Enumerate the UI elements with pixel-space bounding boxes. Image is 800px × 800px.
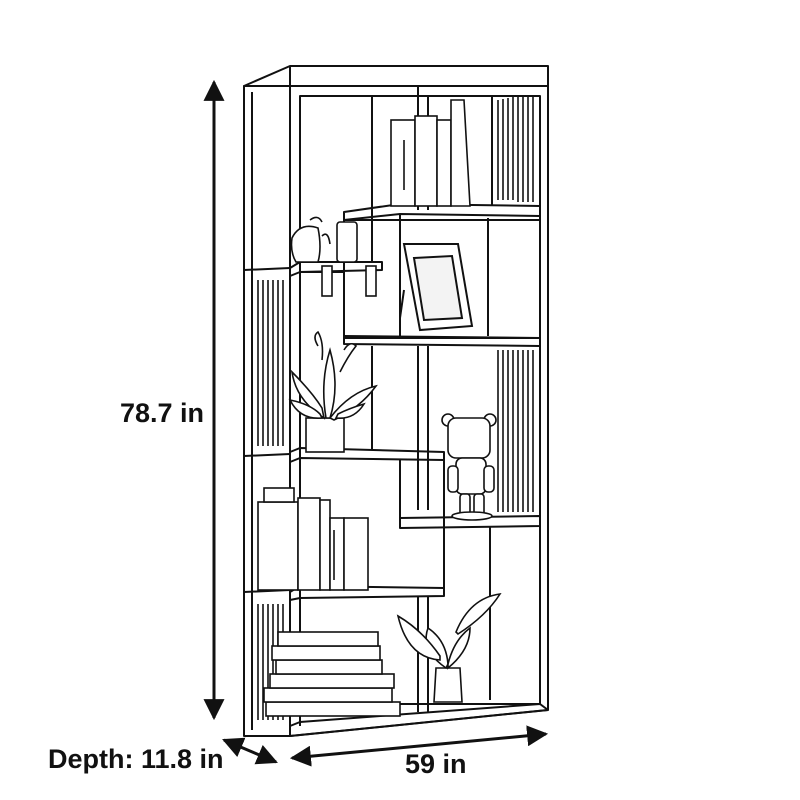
picture-frame-icon <box>399 243 474 332</box>
slatted-panel-right-middle <box>497 350 534 512</box>
width-dimension-label: 59 in <box>405 749 467 779</box>
depth-dimension-arrow <box>222 737 278 765</box>
bookshelf-illustration <box>243 65 549 737</box>
slatted-panel-top-right <box>497 96 534 202</box>
depth-dimension-label: Depth: 11.8 in <box>48 744 224 774</box>
vase-icon <box>290 216 377 297</box>
width-dimension-arrow <box>289 725 549 767</box>
height-dimension-label: 78.7 in <box>120 398 205 428</box>
book-stack-icon <box>263 631 401 717</box>
potted-plant-icon <box>396 592 502 703</box>
book-stack-icon <box>390 99 471 207</box>
potted-plant-icon <box>288 330 378 453</box>
book-stack-icon <box>257 487 369 591</box>
bear-figurine-icon <box>441 413 497 521</box>
slatted-panel-left-upper <box>257 280 284 446</box>
